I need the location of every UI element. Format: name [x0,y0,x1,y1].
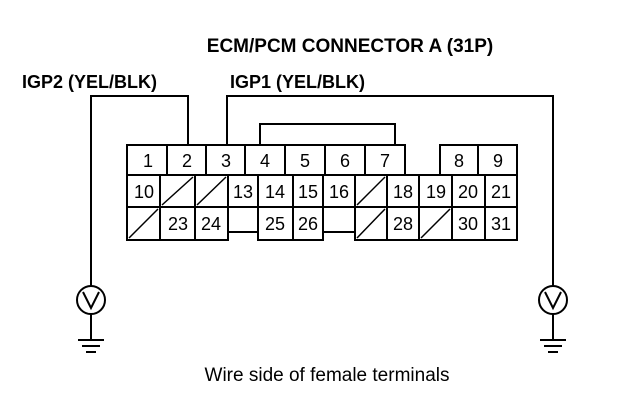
pin-21: 21 [491,182,511,202]
pin-23: 23 [168,214,188,234]
connector-body [126,123,518,242]
pin-7: 7 [380,151,390,171]
pin-14: 14 [265,182,285,202]
pin-24: 24 [201,214,221,234]
pin-26: 26 [298,214,318,234]
pin-28: 28 [393,214,413,234]
pin-13: 13 [233,182,253,202]
pin-31: 31 [491,214,511,234]
pin-1: 1 [143,151,153,171]
pin-16: 16 [329,182,349,202]
pin-15: 15 [298,182,318,202]
row2-pins: 10 13 14 15 16 18 19 20 21 [134,182,511,202]
igp1-label: IGP1 (YEL/BLK) [230,72,365,92]
igp2-label: IGP2 (YEL/BLK) [22,72,157,92]
row1-pins: 1 2 3 4 5 6 7 8 9 [143,151,503,171]
pin-19: 19 [426,182,446,202]
pin-3: 3 [221,151,231,171]
diagram-title: ECM/PCM CONNECTOR A (31P) [207,36,493,57]
pin-9: 9 [493,151,503,171]
voltmeter-icon [76,285,106,340]
pin-2: 2 [182,151,192,171]
pin-5: 5 [300,151,310,171]
diagram-caption: Wire side of female terminals [205,365,450,386]
pin-25: 25 [265,214,285,234]
igp2-wire [90,95,189,286]
pin-30: 30 [458,214,478,234]
pin-6: 6 [340,151,350,171]
pin-20: 20 [458,182,478,202]
pin-10: 10 [134,182,154,202]
ground-icon [78,339,104,353]
row3-pins: 23 24 25 26 28 30 31 [168,214,511,234]
igp1-wire [226,95,554,286]
pin-4: 4 [260,151,270,171]
pin-8: 8 [454,151,464,171]
pin-18: 18 [393,182,413,202]
voltmeter-icon [538,285,568,340]
ground-icon [540,339,566,353]
